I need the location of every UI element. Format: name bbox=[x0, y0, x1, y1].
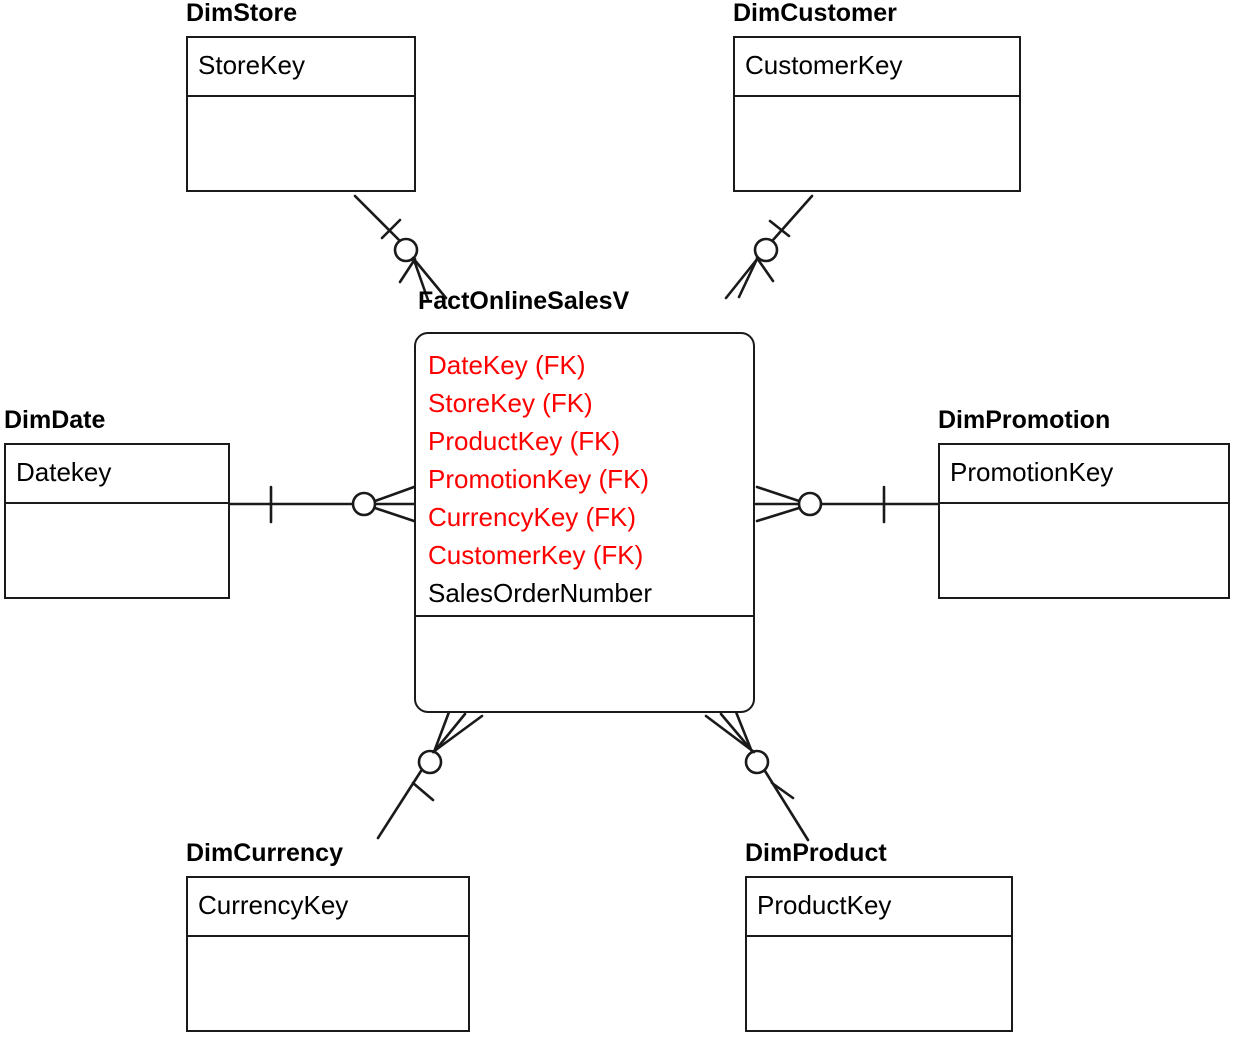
entity-title-factonlinesalesv: FactOnlineSalesV bbox=[418, 287, 630, 315]
connector-dimstore bbox=[353, 194, 448, 302]
attribute-primary-key: CurrencyKey bbox=[198, 890, 349, 920]
entity-title-dimproduct: DimProduct bbox=[745, 839, 887, 867]
attribute-foreign-key: CurrencyKey (FK) bbox=[428, 502, 637, 532]
entity-title-dimcustomer: DimCustomer bbox=[733, 0, 897, 27]
attribute-primary-key: PromotionKey bbox=[950, 457, 1114, 487]
entity-factonlinesalesv[interactable]: FactOnlineSalesV DateKey (FK) StoreKey (… bbox=[414, 287, 763, 721]
attribute-foreign-key: ProductKey (FK) bbox=[428, 426, 621, 456]
entity-key-pane: PromotionKey bbox=[940, 445, 1228, 504]
entity-key-pane: ProductKey bbox=[747, 878, 1011, 937]
entity-section-divider bbox=[416, 615, 753, 617]
entity-attribute-pane bbox=[735, 97, 1019, 190]
entity-dimcurrency[interactable]: DimCurrency CurrencyKey bbox=[186, 840, 486, 1040]
entity-box[interactable]: Datekey bbox=[4, 443, 230, 599]
entity-title-dimcurrency: DimCurrency bbox=[186, 839, 343, 867]
attribute-foreign-key: CustomerKey (FK) bbox=[428, 540, 644, 570]
entity-attribute-pane bbox=[940, 504, 1228, 597]
entity-box[interactable]: DateKey (FK) StoreKey (FK) ProductKey (F… bbox=[414, 332, 755, 713]
attribute-primary-key: ProductKey bbox=[757, 890, 892, 920]
entity-key-pane: CustomerKey bbox=[735, 38, 1019, 97]
entity-dimcustomer[interactable]: DimCustomer CustomerKey bbox=[733, 0, 1033, 200]
connector-dimcustomer bbox=[724, 194, 814, 300]
attribute-primary-key: Datekey bbox=[16, 457, 112, 487]
connector-dimproduct bbox=[704, 710, 810, 842]
entity-key-pane: StoreKey bbox=[188, 38, 414, 97]
entity-dimpromotion[interactable]: DimPromotion PromotionKey bbox=[938, 407, 1238, 607]
entity-dimproduct[interactable]: DimProduct ProductKey bbox=[745, 840, 1045, 1040]
entity-attribute-pane bbox=[188, 937, 468, 1030]
entity-attribute-pane bbox=[747, 937, 1011, 1030]
attribute-foreign-key: DateKey (FK) bbox=[428, 350, 586, 380]
entity-attribute-pane bbox=[6, 504, 228, 597]
entity-title-dimpromotion: DimPromotion bbox=[938, 406, 1111, 434]
entity-dimstore[interactable]: DimStore StoreKey bbox=[186, 0, 426, 200]
attribute-foreign-key: StoreKey (FK) bbox=[428, 388, 593, 418]
attribute-primary-key: StoreKey bbox=[198, 50, 305, 80]
entity-attribute-pane bbox=[188, 97, 414, 190]
entity-box[interactable]: ProductKey bbox=[745, 876, 1013, 1032]
entity-key-pane: CurrencyKey bbox=[188, 878, 468, 937]
entity-box[interactable]: CustomerKey bbox=[733, 36, 1021, 192]
entity-title-dimdate: DimDate bbox=[4, 406, 106, 434]
entity-title-dimstore: DimStore bbox=[186, 0, 298, 27]
entity-box[interactable]: CurrencyKey bbox=[186, 876, 470, 1032]
attribute-foreign-key: PromotionKey (FK) bbox=[428, 464, 650, 494]
connector-dimdate bbox=[226, 485, 416, 524]
attribute-primary-key: CustomerKey bbox=[745, 50, 903, 80]
entity-box[interactable]: PromotionKey bbox=[938, 443, 1230, 599]
entity-dimdate[interactable]: DimDate Datekey bbox=[4, 407, 244, 607]
fact-attribute-list: DateKey (FK) StoreKey (FK) ProductKey (F… bbox=[428, 346, 652, 612]
connector-dimcurrency bbox=[376, 710, 484, 840]
entity-key-pane: Datekey bbox=[6, 445, 228, 504]
connector-dimpromotion bbox=[754, 485, 942, 524]
entity-box[interactable]: StoreKey bbox=[186, 36, 416, 192]
attribute-non-key: SalesOrderNumber bbox=[428, 578, 652, 608]
